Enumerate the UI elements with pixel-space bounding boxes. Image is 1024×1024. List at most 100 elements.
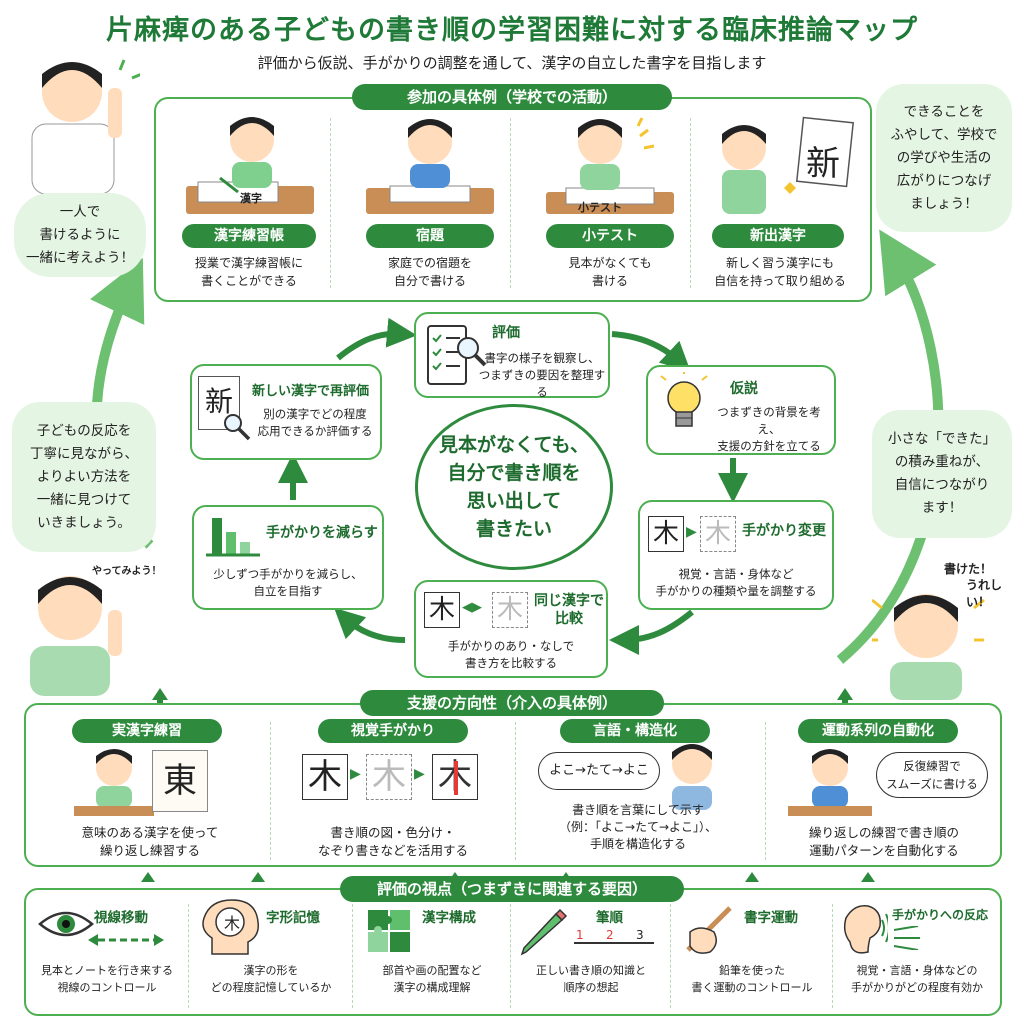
cycle-node-cue-change [638, 500, 834, 610]
kanji-box-trace: 木 [492, 592, 528, 628]
participation-item-desc: 授業で漢字練習帳に書くことができる [194, 256, 303, 288]
bubble-mid-right: 小さな「できた」の積み重ねが、自信につながります！ [872, 410, 1012, 538]
divider [330, 118, 331, 288]
divider [270, 722, 271, 860]
cycle-node-eval-title: 評価 [492, 325, 520, 341]
participation-item-label: 新出漢字 [712, 224, 844, 248]
step-number: 1 [576, 928, 584, 942]
child-practicing-illustration [74, 749, 154, 816]
kanji-box-solid: 木 [424, 592, 460, 628]
quiz-paper-label: 小テスト [578, 201, 622, 214]
support-item-desc: 意味のある漢字を使って繰り返し練習する [81, 825, 219, 858]
eval-item-title: 字形記憶 [266, 910, 320, 926]
participation-item-desc: 見本がなくても書ける [568, 256, 652, 288]
eval-item-desc: 正しい書き順の知識と順序の想起 [536, 964, 646, 994]
divider [690, 118, 691, 288]
kanji-box-solid: 木 [302, 754, 348, 800]
eval-item-desc: 漢字の形をどの程度記憶しているか [210, 964, 332, 994]
participation-item-desc: 家庭での宿題を自分で書ける [387, 256, 472, 288]
eval-item-title: 手がかりへの反応 [892, 908, 989, 922]
cycle-node-hypothesis-desc: つまずきの背景を考え、支援の方針を立てる [717, 405, 821, 453]
right-child-exclaim-2: うれしい！ [966, 578, 1003, 609]
eval-item-desc: 鉛筆を使った書く運動のコントロール [691, 964, 813, 994]
memory-kanji: 木 [224, 914, 241, 933]
head-memory-icon [202, 899, 260, 955]
participation-item-label: 漢字練習帳 [182, 224, 316, 248]
step-number: 2 [606, 928, 614, 942]
arrow-right-icon: ▶ [414, 766, 425, 782]
eye-icon [38, 911, 94, 937]
eval-item-title: 書字運動 [744, 910, 798, 926]
right-child-exclaim-1: 書けた！ [944, 562, 993, 576]
left-child-exclaim: やってみよう！ [92, 566, 162, 577]
puzzle-icon [368, 910, 410, 952]
ear-icon [843, 905, 888, 954]
cycle-node-compare-title: 同じ漢字で比較 [534, 593, 604, 627]
pencil-icon [520, 908, 568, 956]
cycle-arrow-reeval-to-eval [336, 317, 417, 361]
center-goal: 見本がなくても、自分で書き順を思い出して書きたい [415, 404, 613, 570]
cycle-node-reduce [192, 505, 384, 610]
participation-item-label: 小テスト [546, 224, 674, 248]
evaluation-panel [24, 888, 1002, 1016]
cycle-node-reeval-desc: 別の漢字でどの程度応用できるか評価する [257, 407, 373, 438]
child-quiz-illustration [546, 117, 674, 214]
double-arrow-icon: ◀▶ [462, 600, 482, 615]
bubble-top-left: 一人で書けるように一緒に考えよう！ [14, 193, 146, 277]
child-homework-illustration [366, 119, 494, 214]
child-speaking-illustration [672, 744, 712, 810]
eval-item-desc: 部首や画の配置など漢字の構成理解 [382, 964, 482, 994]
support-item-label: 視覚手がかり [318, 719, 468, 743]
support-item-label: 言語・構造化 [560, 719, 710, 743]
child-left-cheering-illustration [30, 576, 122, 696]
stroke-order-steps: 1 2 3 [574, 928, 658, 950]
participation-item-desc: 新しく習う漢字にも自信を持って取り組める [714, 256, 846, 288]
cycle-node-compare [414, 580, 608, 678]
checklist-magnifier-icon [427, 325, 487, 385]
kanji-box-trace: 木 [700, 516, 736, 552]
signal-lines-icon [893, 926, 920, 950]
up-arrows-support-to-cycle [152, 688, 853, 704]
divider [670, 904, 671, 1008]
bubble-top-right: できることをふやして、学校での学びや生活の広がりにつなげましょう！ [876, 84, 1012, 232]
divider [765, 722, 766, 860]
arrow-right-icon: ▶ [350, 766, 361, 782]
step-number: 3 [636, 928, 644, 942]
cycle-arrow-eval-to-hyp [611, 331, 691, 373]
step-arrow-line [574, 942, 654, 944]
page-subtitle: 評価から仮説、手がかりの調整を通して、漢字の自立した書字を目指します [257, 54, 767, 72]
cycle-node-cue-change-desc: 視覚・言語・身体など手がかりの種類や量を調整する [655, 567, 817, 598]
new-kanji-card-text: 新 [806, 144, 840, 184]
kanji-box-colored: 木 [432, 754, 478, 800]
child-repeating-practice-illustration [788, 749, 872, 816]
divider [832, 904, 833, 1008]
kanji-box-solid: 木 [648, 516, 684, 552]
bubble-repeat-practice: 反復練習でスムーズに書ける [876, 752, 988, 798]
support-heading: 支援の方向性（介入の具体例） [360, 690, 664, 716]
participation-item-label: 宿題 [366, 224, 494, 248]
eval-item-title: 筆順 [596, 910, 623, 926]
cycle-node-cue-change-title: 手がかり変更 [742, 523, 826, 539]
support-item-label: 運動系列の自動化 [798, 719, 958, 743]
lightbulb-icon [660, 372, 708, 427]
divider [510, 904, 511, 1008]
magnifier-icon [224, 414, 251, 441]
divider [515, 722, 516, 860]
child-right-happy-illustration [872, 594, 985, 700]
eval-item-title: 視線移動 [94, 910, 148, 926]
support-item-desc: 書き順の図・色分け・なぞり書きなどを活用する [317, 825, 468, 858]
cycle-node-compare-desc: 手がかりのあり・なしで書き方を比較する [447, 639, 575, 670]
child-writing-notebook-illustration [186, 117, 314, 214]
page-title: 片麻痺のある子どもの書き順の学習困難に対する臨床推論マップ [106, 15, 918, 46]
participation-heading: 参加の具体例（学校での活動） [352, 84, 672, 110]
double-arrow-dashed-icon [88, 934, 164, 946]
practice-kanji-card: 東 [152, 750, 208, 812]
evaluation-heading: 評価の視点（つまずきに関連する要因） [340, 876, 684, 902]
arrow-right-icon: ▶ [686, 524, 697, 540]
cycle-node-reeval-title: 新しい漢字で再評価 [252, 384, 370, 399]
cycle-arrow-cue-to-compare [609, 609, 694, 655]
cycle-node-reduce-desc: 少しずつ手がかりを減らし、自立を目指す [213, 567, 363, 598]
speech-bubble-stroke-order: よこ→たて→よこ [538, 752, 660, 790]
notebook-label: 漢字 [240, 192, 262, 205]
hand-pencil-icon [686, 906, 732, 954]
